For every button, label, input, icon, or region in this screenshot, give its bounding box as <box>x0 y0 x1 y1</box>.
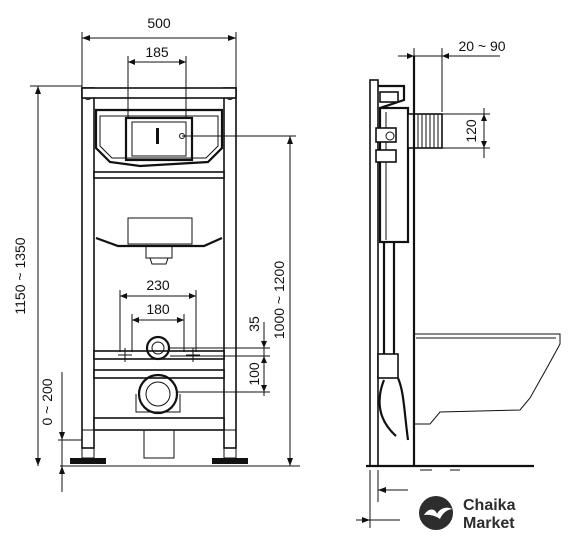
dim-flush-box: 120 <box>463 119 479 143</box>
left-post <box>81 87 95 449</box>
logo-text-line1: Chaika <box>463 497 516 514</box>
top-rail <box>81 87 237 99</box>
foot-plate-left <box>70 458 106 464</box>
chaika-market-logo: Chaika Market <box>419 496 516 532</box>
foot-plate-right <box>212 458 248 464</box>
front-dimensions: 500 185 1150 ~ 1350 0 ~ 200 1000 ~ 1200 … <box>12 15 296 492</box>
upper-crossbar <box>93 171 225 179</box>
dim-pipe-offset: 35 <box>246 316 262 332</box>
bowl-crossbar <box>93 350 225 360</box>
dim-bolt-outer: 230 <box>146 277 170 293</box>
dim-frame-width: 500 <box>147 15 171 31</box>
dim-total-height: 1150 ~ 1350 <box>12 237 28 314</box>
right-post <box>223 87 237 449</box>
seagull-icon <box>424 507 452 519</box>
side-view <box>366 56 561 471</box>
dim-wall-depth: 20 ~ 90 <box>458 38 505 54</box>
drain-pipe <box>137 373 179 415</box>
flush-plate-opening <box>124 116 194 162</box>
cistern-lower <box>95 236 223 248</box>
dim-mount-height: 1000 ~ 1200 <box>271 261 287 339</box>
dim-feet-adjust: 0 ~ 200 <box>39 378 55 425</box>
dim-flush-plate-width: 185 <box>145 44 169 60</box>
wall-hung-bowl <box>414 333 561 425</box>
bottom-crossbar <box>93 417 225 431</box>
dim-bolt-inner: 180 <box>146 301 170 317</box>
logo-text-line2: Market <box>463 515 515 532</box>
cistern-outline <box>94 108 224 168</box>
bowl-bolts <box>118 348 200 362</box>
front-view <box>60 87 300 467</box>
dim-drain-offset: 100 <box>246 362 262 386</box>
side-dimensions: 20 ~ 90 120 <box>356 38 506 528</box>
supply-pipe <box>145 335 171 361</box>
